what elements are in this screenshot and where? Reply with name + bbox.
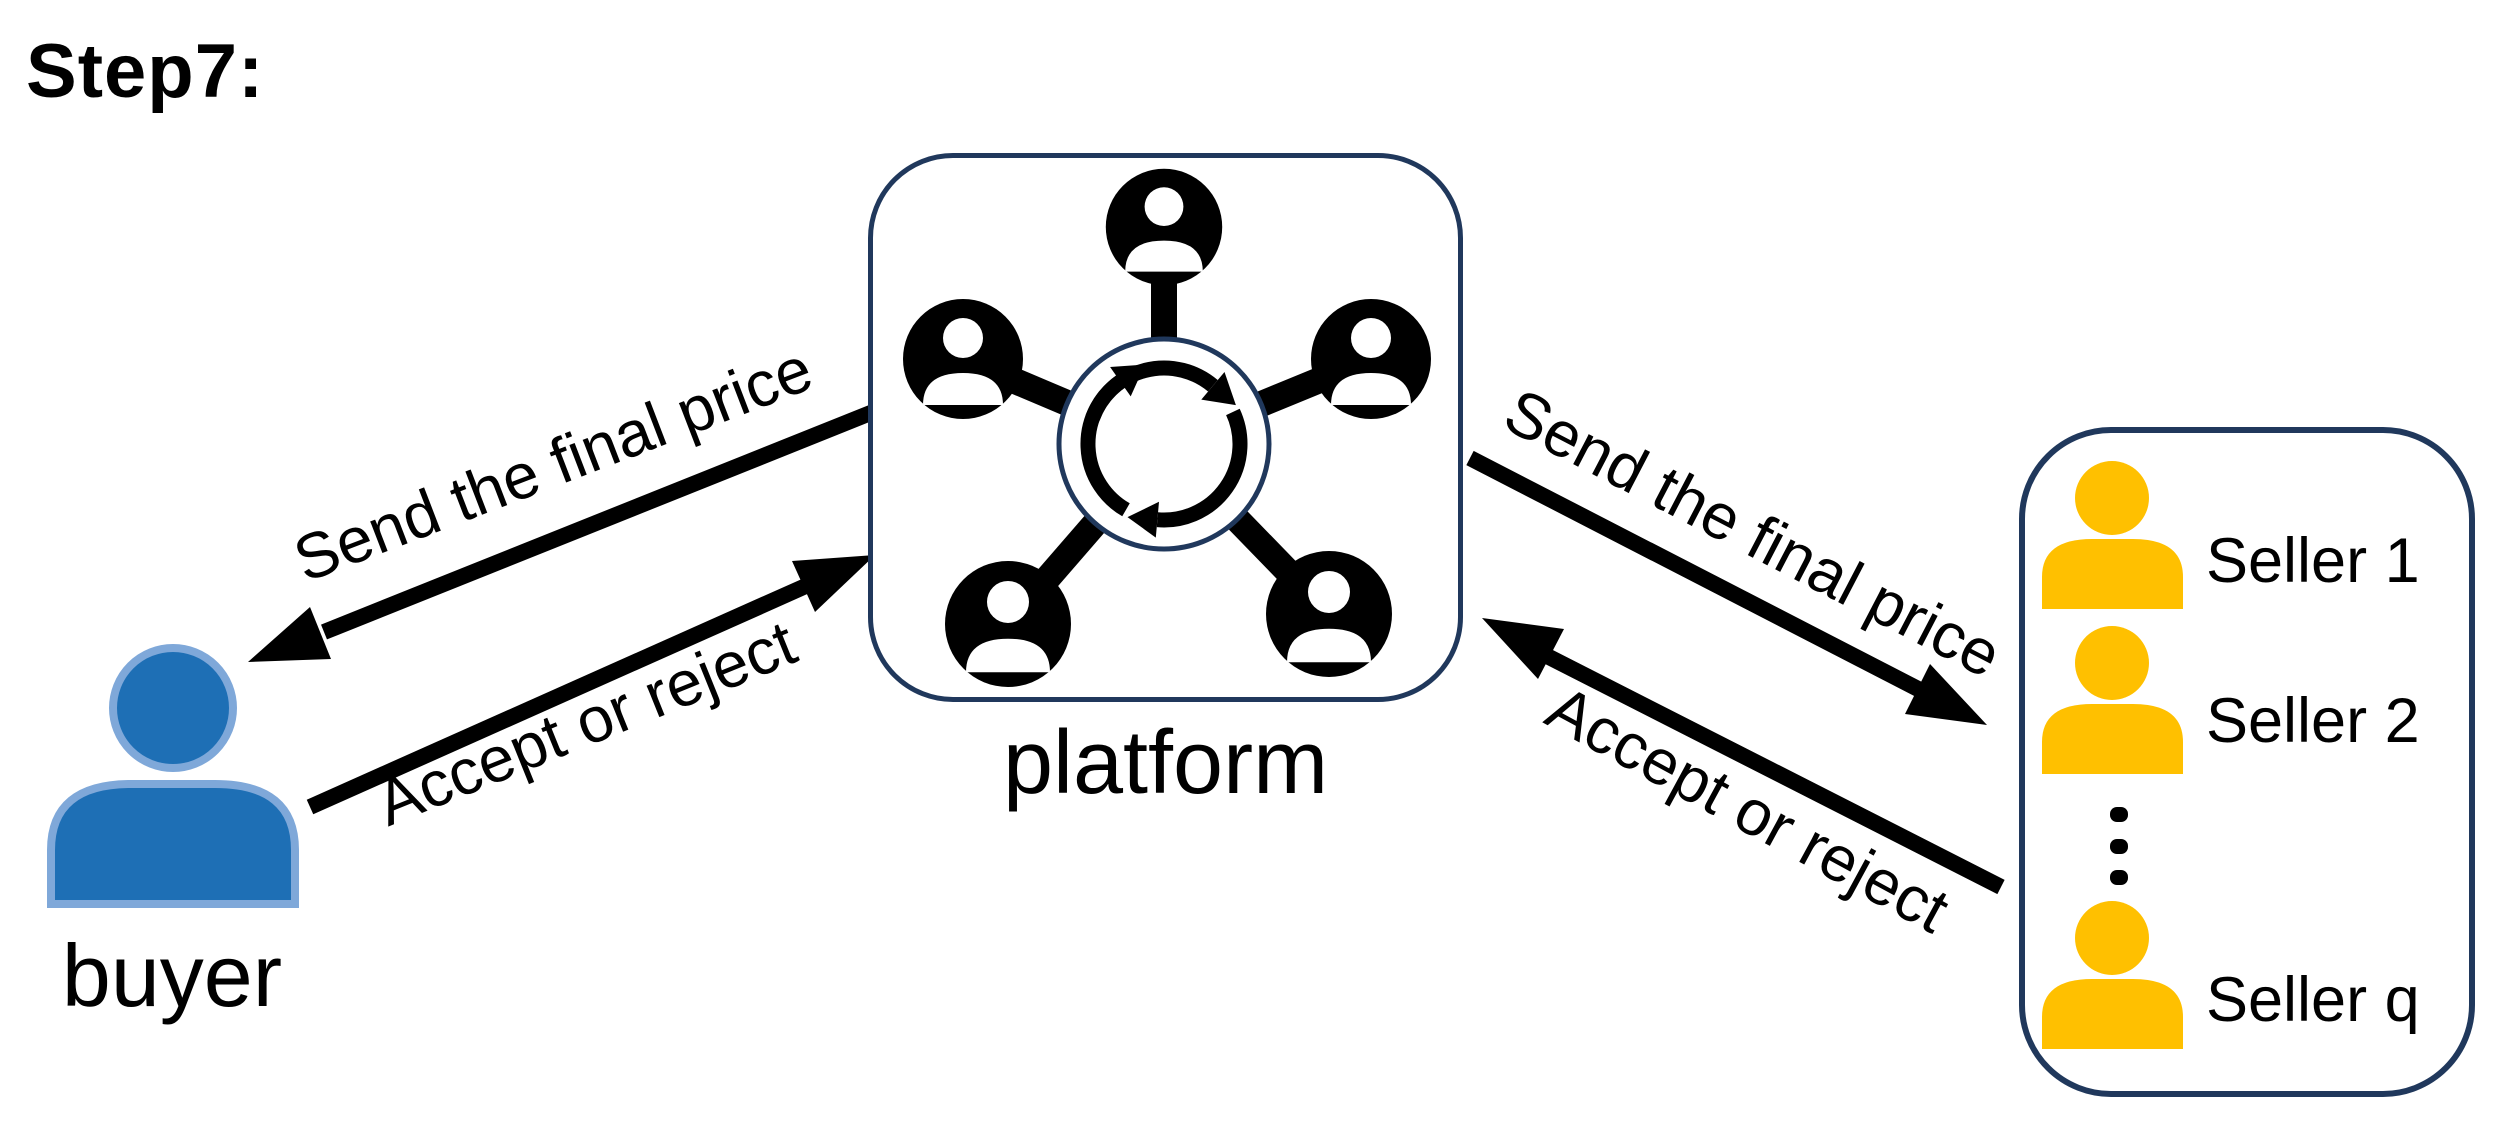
arrowhead [1905, 664, 1987, 725]
step-title: Step7: [26, 29, 265, 114]
person-icon [945, 561, 1071, 687]
arrowhead [792, 555, 875, 612]
person-icon [1266, 551, 1392, 677]
arrow-right-accept [1482, 618, 2005, 895]
platform-label: platform [1002, 713, 1329, 813]
sellers-box: Seller 1 Seller 2 Seller q [2019, 427, 2475, 1097]
buyer-label: buyer [61, 926, 283, 1025]
seller-person-icon [2042, 626, 2183, 774]
seller-2-label: Seller 2 [2206, 686, 2420, 756]
seller-1-label: Seller 1 [2206, 526, 2420, 596]
buyer-person-icon [47, 644, 299, 908]
arrow-right-send [1466, 450, 1987, 725]
platform-box [868, 153, 1463, 702]
platform-member-icons [903, 168, 1431, 687]
person-icon [903, 299, 1023, 419]
seller-person-icon [2042, 461, 2183, 609]
arrow-left-send [248, 404, 876, 662]
seller-q-label: Seller q [2206, 965, 2420, 1035]
arrow-left-accept [306, 555, 875, 815]
network-of-people-icon [903, 168, 1431, 687]
person-icon [1105, 168, 1223, 286]
arrowhead [248, 607, 331, 662]
cycle-arrows-icon [1056, 336, 1272, 552]
seller-person-icon [2042, 901, 2183, 1049]
arrowhead [1482, 618, 1564, 679]
person-icon [1311, 299, 1431, 419]
